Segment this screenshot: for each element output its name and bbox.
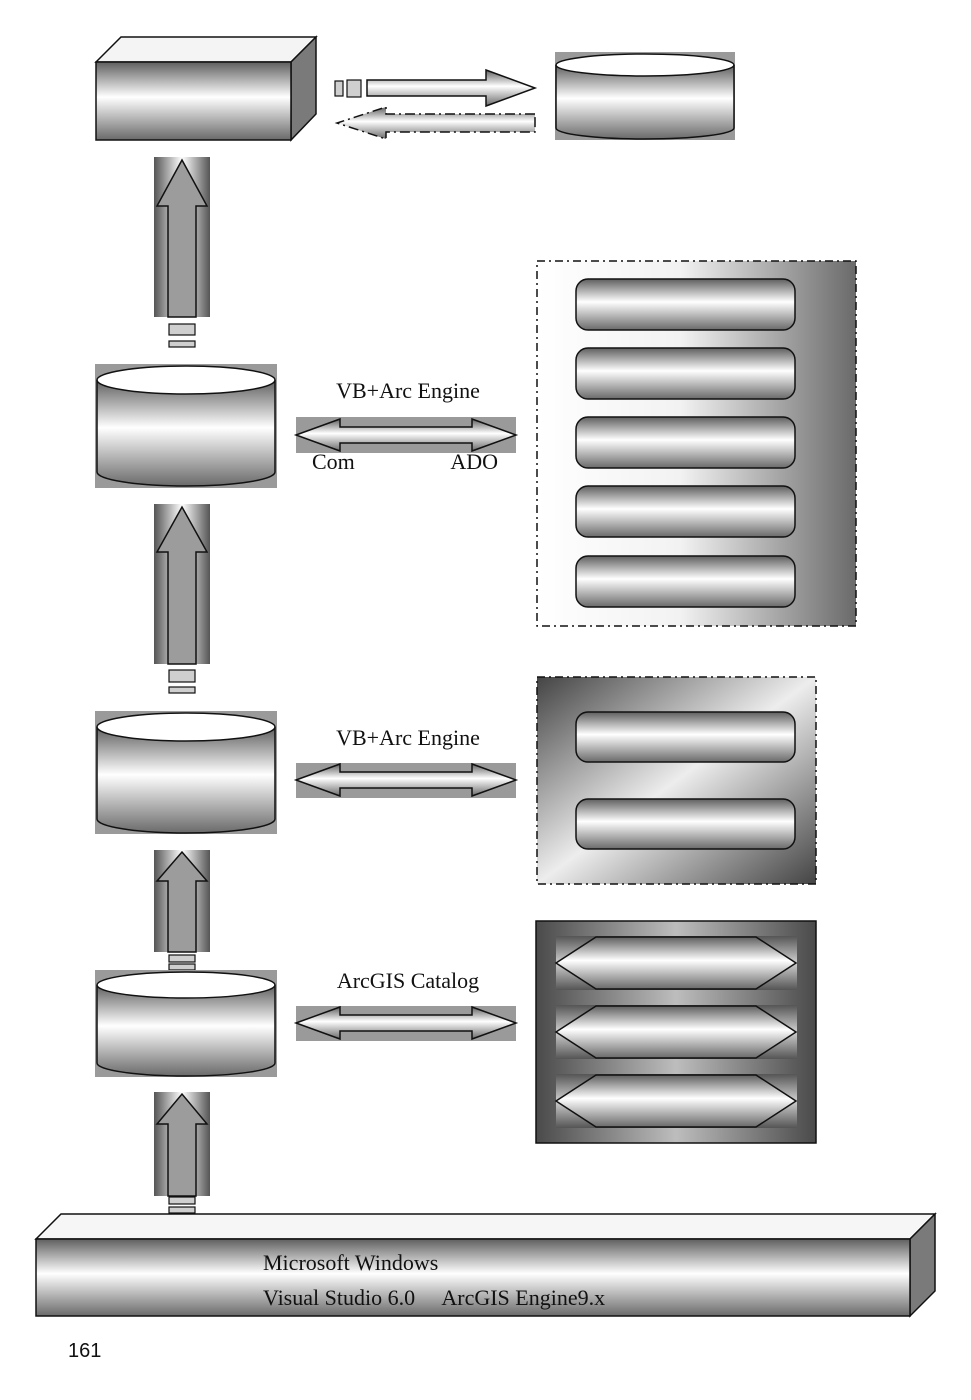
right-arrow — [366, 68, 538, 108]
ado-label: ADO — [450, 449, 498, 474]
hexagon-element — [554, 1074, 798, 1128]
platform-line-2: Visual Studio 6.0 ArcGIS Engine9.x — [263, 1285, 605, 1310]
up-arrow — [154, 850, 210, 971]
right-panel-lower — [535, 920, 817, 1144]
up-arrow — [154, 504, 210, 694]
double-arrow-lower — [293, 1005, 519, 1041]
lower-link-label: ArcGIS Catalog — [337, 968, 479, 993]
module-bar — [575, 347, 796, 400]
hexagon-element — [554, 1005, 798, 1059]
database-cylinder-lower — [95, 970, 277, 1077]
connector-square — [346, 79, 362, 98]
module-bar — [575, 416, 796, 469]
up-arrow — [154, 1092, 210, 1214]
module-bar — [575, 711, 796, 763]
middle-link-label: VB+Arc Engine — [336, 725, 480, 750]
hexagon-element — [554, 936, 798, 990]
platform-line-1: Microsoft Windows — [263, 1250, 438, 1275]
module-bar — [575, 278, 796, 331]
page-number: 161 — [68, 1340, 102, 1362]
top-application-box — [94, 35, 318, 142]
right-panel-upper — [536, 260, 857, 627]
database-cylinder-upper — [95, 364, 277, 488]
top-database-cylinder — [555, 52, 735, 140]
double-arrow-upper — [293, 417, 519, 453]
module-bar — [575, 798, 796, 850]
left-dashed-arrow — [334, 105, 536, 141]
connector-square — [334, 80, 344, 97]
right-panel-middle — [536, 676, 817, 885]
module-bar — [575, 555, 796, 608]
platform-box — [34, 1212, 937, 1318]
module-bar — [575, 485, 796, 538]
database-cylinder-middle — [95, 711, 277, 834]
double-arrow-middle — [293, 762, 519, 798]
com-label: Com — [312, 449, 355, 474]
up-arrow — [154, 157, 210, 348]
upper-link-label: VB+Arc Engine — [336, 378, 480, 403]
